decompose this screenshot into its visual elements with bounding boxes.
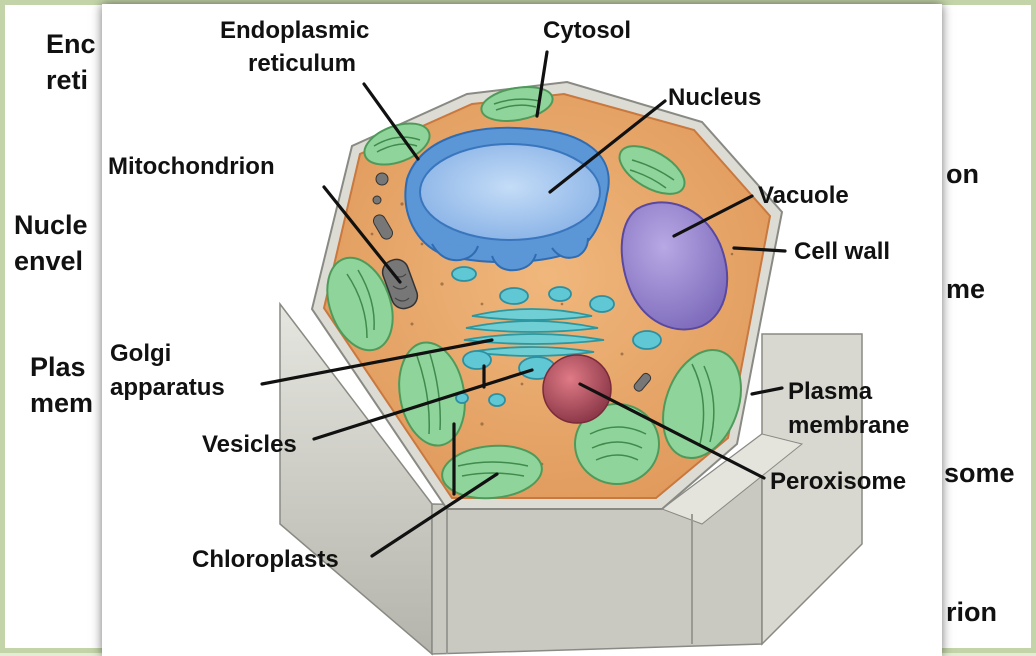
label-chloroplasts: Chloroplasts [192, 546, 339, 573]
label-golgi-line2: apparatus [110, 374, 225, 401]
label-plasma-line1: Plasma [788, 378, 873, 405]
bg-label-4: on [946, 156, 979, 192]
label-nucleus: Nucleus [668, 84, 761, 111]
label-cell-wall: Cell wall [794, 238, 890, 265]
label-golgi-line1: Golgi [110, 340, 171, 367]
nucleus [420, 144, 600, 240]
plant-cell-figure: Endoplasmic reticulum Cytosol Nucleus Mi… [102, 4, 942, 656]
label-er-line2: reticulum [248, 50, 356, 77]
bg-label-7: rion [946, 594, 997, 630]
label-peroxisome: Peroxisome [770, 468, 906, 495]
plant-cell-diagram: Endoplasmic reticulum Cytosol Nucleus Mi… [102, 4, 942, 656]
peroxisome [543, 355, 611, 423]
label-vacuole: Vacuole [758, 182, 849, 209]
label-er-line1: Endoplasmic [220, 17, 369, 44]
label-vesicles: Vesicles [202, 431, 297, 458]
bg-label-6: some [944, 455, 1015, 491]
bg-label-5: me [946, 271, 985, 307]
label-mitochondrion: Mitochondrion [108, 153, 275, 180]
label-plasma-line2: membrane [788, 412, 909, 439]
label-cytosol: Cytosol [543, 17, 631, 44]
